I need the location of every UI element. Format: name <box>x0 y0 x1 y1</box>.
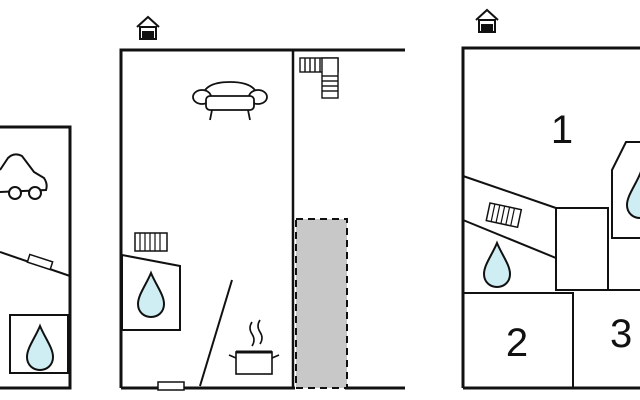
room-label-1: 1 <box>551 108 573 152</box>
radiator-icon <box>134 232 168 252</box>
left-floor <box>0 125 72 390</box>
lower-room-divider <box>463 292 574 388</box>
shaft-room <box>555 207 609 291</box>
water-drop-icon <box>626 173 640 219</box>
left-floor-wall <box>0 125 72 390</box>
window-marker <box>26 253 54 271</box>
water-drop-icon <box>483 242 511 288</box>
room-label-2: 2 <box>506 321 528 365</box>
house-floor-icon-dark <box>481 24 493 31</box>
car-icon <box>0 153 48 200</box>
middle-floor <box>119 16 405 391</box>
sofa-icon <box>192 81 268 121</box>
door-swing <box>199 279 233 387</box>
radiator-icon <box>485 202 523 229</box>
right-floor-wall <box>461 46 640 388</box>
house-floor-icon-dark <box>142 31 154 38</box>
gray-area <box>295 218 348 389</box>
room-label-3: 3 <box>610 312 632 356</box>
right-floor: 1 2 3 <box>461 9 640 390</box>
stairs-icon <box>299 57 339 99</box>
window-marker <box>157 381 185 391</box>
right-bathroom-wall <box>611 141 640 239</box>
cooking-pot-icon <box>228 319 280 375</box>
